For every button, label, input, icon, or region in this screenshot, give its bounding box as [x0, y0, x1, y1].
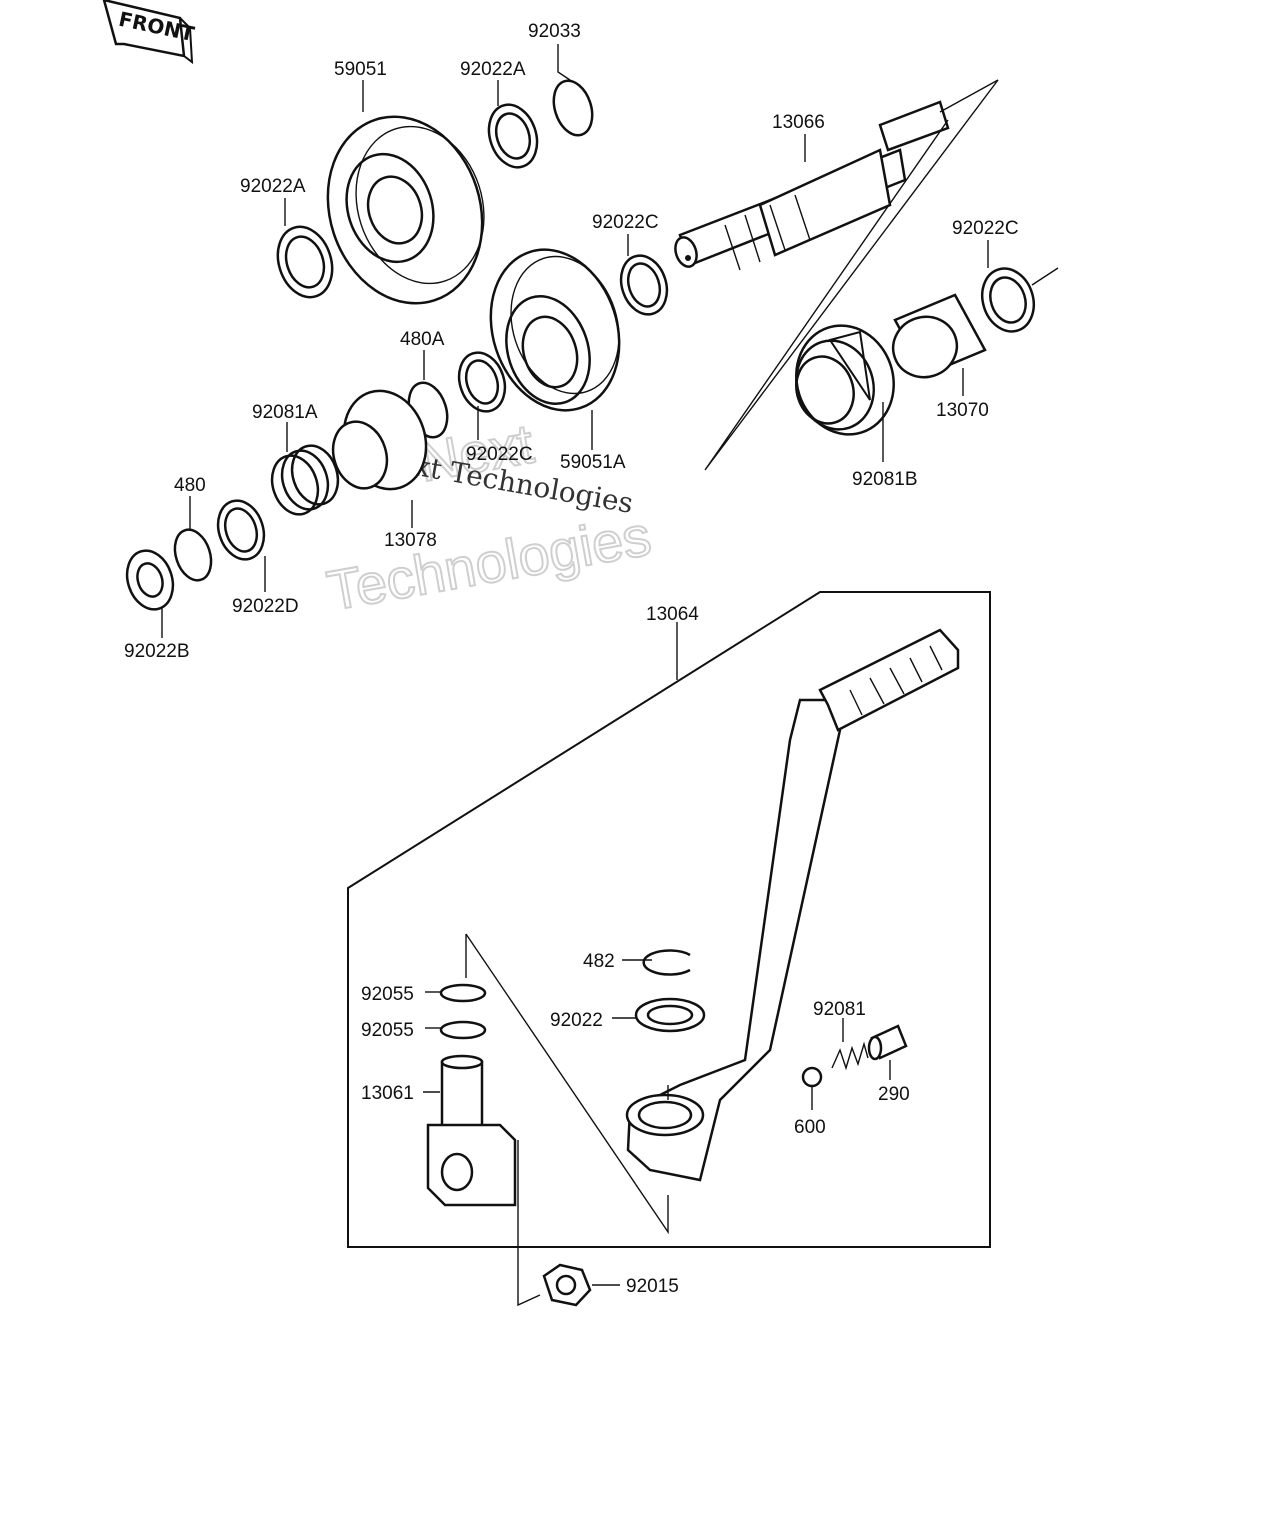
ratchet-13078 — [331, 389, 428, 491]
label-480: 480 — [174, 475, 206, 496]
ball-600 — [801, 1066, 823, 1088]
kick-pedal-13064 — [625, 628, 960, 1182]
collar-13070 — [891, 293, 987, 379]
label-92022B: 92022B — [124, 641, 190, 662]
label-13064: 13064 — [646, 604, 699, 625]
label-92015: 92015 — [626, 1276, 679, 1297]
plug-290 — [867, 1024, 908, 1061]
washer-92022A-top — [487, 103, 539, 169]
label-13078: 13078 — [384, 530, 437, 551]
label-92055-b: 92055 — [361, 1020, 414, 1041]
leader-lines-lower — [423, 959, 891, 1286]
label-92022: 92022 — [550, 1010, 603, 1031]
shaft-13061 — [426, 1054, 517, 1207]
label-92081B: 92081B — [852, 469, 918, 490]
spring-92081A — [270, 444, 340, 516]
label-92081: 92081 — [813, 999, 866, 1020]
label-92081A: 92081A — [252, 402, 318, 423]
label-59051: 59051 — [334, 59, 387, 80]
spring-92081B — [795, 324, 895, 436]
washer-92022D — [216, 499, 266, 561]
ring-92055-a — [439, 983, 487, 1003]
nut-92015 — [542, 1263, 592, 1307]
label-92022A-top: 92022A — [460, 59, 526, 80]
label-92022C-low: 92022C — [466, 444, 533, 465]
front-tag: FRONT — [102, 0, 197, 65]
washer-92022A-left — [276, 225, 334, 299]
shaft-13066 — [674, 100, 950, 271]
washer-92022 — [634, 997, 706, 1033]
label-13070: 13070 — [936, 400, 989, 421]
washer-92022C-low — [457, 351, 507, 413]
clip-480 — [173, 528, 213, 582]
labels-upper: 92033 59051 92022A 13066 92022A 92022C 9… — [124, 21, 1019, 662]
group-frame-13064 — [347, 591, 991, 1248]
washer-92022C-right — [980, 267, 1036, 333]
ring-92055-b — [439, 1020, 487, 1040]
label-482: 482 — [583, 951, 615, 972]
label-92022C-mid: 92022C — [592, 212, 659, 233]
watermark-line2: Technologies — [323, 504, 656, 623]
gear-59051 — [326, 115, 485, 305]
labels-lower: 13064 482 92055 92055 92022 92081 13061 … — [361, 604, 910, 1297]
label-92033: 92033 — [528, 21, 581, 42]
label-13061: 13061 — [361, 1083, 414, 1104]
clip-92033 — [552, 79, 594, 137]
label-480A: 480A — [400, 329, 445, 350]
label-59051A: 59051A — [560, 452, 626, 473]
label-600: 600 — [794, 1117, 826, 1138]
label-92022A-left: 92022A — [240, 176, 306, 197]
label-92022C-right: 92022C — [952, 218, 1019, 239]
label-92055-a: 92055 — [361, 984, 414, 1005]
label-92022D: 92022D — [232, 596, 299, 617]
leader-lines-upper — [161, 44, 989, 638]
label-290: 290 — [878, 1084, 910, 1105]
group-line-pedal — [465, 933, 669, 1235]
spring-92081 — [831, 1041, 869, 1071]
gear-59051A — [489, 248, 621, 412]
washer-92022B — [125, 549, 175, 611]
washer-92022C-mid — [619, 254, 669, 316]
group-line-nut — [517, 1140, 541, 1307]
label-13066: 13066 — [772, 112, 825, 133]
group-line-shaft — [704, 79, 999, 471]
clip-482 — [642, 949, 691, 976]
